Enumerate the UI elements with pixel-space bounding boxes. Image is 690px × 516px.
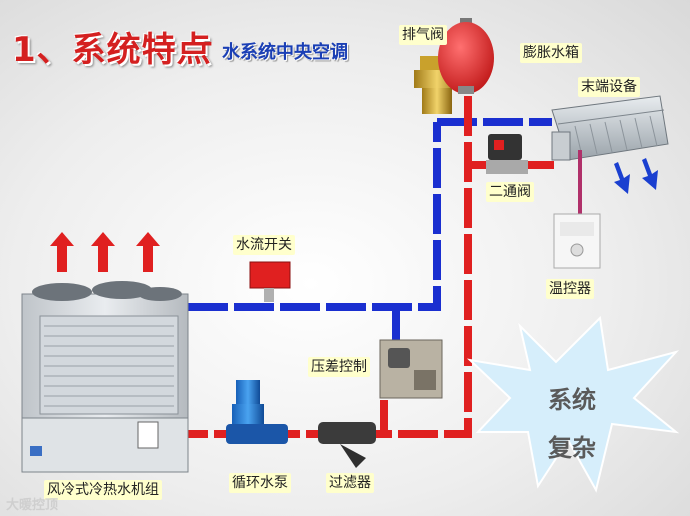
filter-image xyxy=(318,422,376,468)
chiller-unit-image xyxy=(21,281,189,473)
flow-switch-image xyxy=(249,261,291,302)
page-title: 1、系统特点 xyxy=(12,30,212,70)
terminal-unit-label: 末端设备 xyxy=(578,77,640,97)
pressure-control-label: 压差控制 xyxy=(308,357,370,377)
complexity-burst-shape xyxy=(466,315,680,493)
terminal-unit-image xyxy=(551,95,669,161)
pump-image xyxy=(226,380,288,444)
pressure-control-image xyxy=(379,339,443,399)
two-way-valve-image xyxy=(486,134,528,174)
thermostat-label: 温控器 xyxy=(546,279,594,299)
burst-text-line1: 系统 xyxy=(548,386,596,414)
two-way-valve-label: 二通阀 xyxy=(486,182,534,202)
heat-arrow-icons xyxy=(50,232,160,272)
airflow-arrow-icons xyxy=(614,158,658,194)
pump-label: 循环水泵 xyxy=(229,473,291,493)
title-dash: - xyxy=(202,28,213,58)
burst-text-line2: 复杂 xyxy=(548,434,596,462)
chiller-label: 风冷式冷热水机组 xyxy=(44,480,162,500)
return-pipe xyxy=(188,118,552,345)
page-subtitle: 水系统中央空调 xyxy=(222,42,348,63)
expansion-tank-label: 膨胀水箱 xyxy=(520,43,582,63)
expansion-tank-image xyxy=(438,18,494,94)
filter-label: 过滤器 xyxy=(326,473,374,493)
watermark: 大暖控顶 xyxy=(6,498,59,513)
flow-switch-label: 水流开关 xyxy=(233,235,295,255)
exhaust-valve-label: 排气阀 xyxy=(399,25,447,45)
thermostat-image xyxy=(553,213,601,269)
